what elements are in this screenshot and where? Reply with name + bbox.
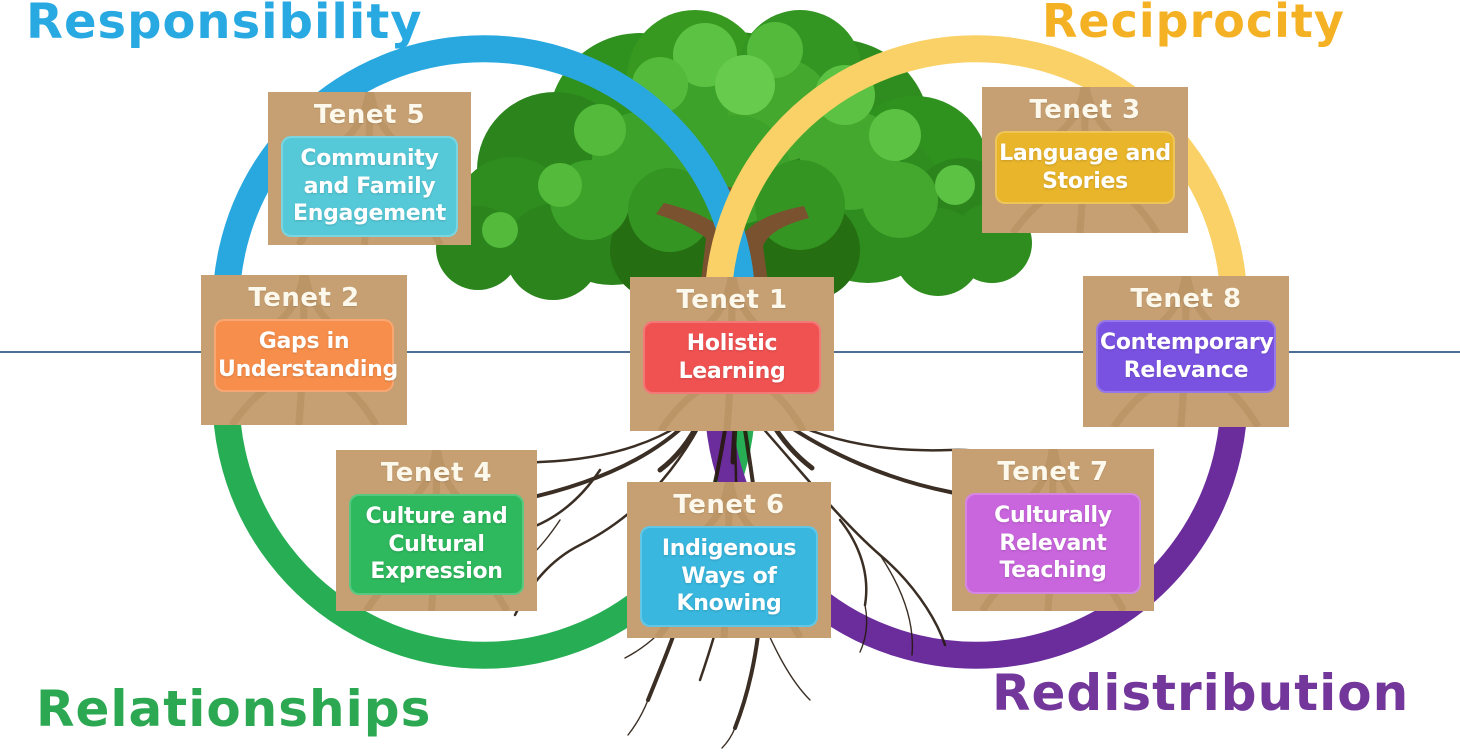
tenet-7-title: Tenet 7 [997,457,1109,487]
tenet-4-box: Tenet 4 Culture and Cultural Expression [336,450,537,611]
corner-label-relationships: Relationships [36,680,432,738]
corner-label-redistribution: Redistribution [992,664,1410,722]
tenet-3-label: Language and Stories [995,131,1175,204]
tenet-3-title: Tenet 3 [1029,95,1141,125]
corner-label-responsibility: Responsibility [26,0,423,50]
tenet-1-title: Tenet 1 [676,285,788,315]
tenet-5-title: Tenet 5 [313,100,426,130]
ring-responsibility-arc [212,35,756,355]
tenet-6-title: Tenet 6 [673,490,785,520]
tenet-2-label: Gaps in Understanding [214,319,398,392]
tenet-1-box: Tenet 1 Holistic Learning [630,277,834,431]
tenet-7-box: Tenet 7 Culturally Relevant Teaching [952,449,1154,611]
tenet-1-label: Holistic Learning [643,321,821,394]
tenet-8-title: Tenet 8 [1130,284,1242,314]
ring-reciprocity-arc [704,35,1248,355]
tenet-3-box: Tenet 3 Language and Stories [982,87,1188,233]
tenet-5-label: Community and Family Engagement [281,136,458,237]
tenet-5-box: Tenet 5 Community and Family Engagement [268,92,471,245]
tenet-4-label: Culture and Cultural Expression [349,494,524,595]
tenet-2-box: Tenet 2 Gaps in Understanding [201,275,407,425]
tenet-6-box: Tenet 6 Indigenous Ways of Knowing [627,482,831,638]
tenet-4-title: Tenet 4 [380,458,493,488]
tenet-2-title: Tenet 2 [248,283,360,313]
tenet-6-label: Indigenous Ways of Knowing [640,526,818,627]
tenet-7-label: Culturally Relevant Teaching [965,493,1141,594]
corner-label-reciprocity: Reciprocity [1042,0,1345,48]
tenet-8-label: Contemporary Relevance [1096,320,1276,393]
tenet-8-box: Tenet 8 Contemporary Relevance [1083,276,1289,427]
